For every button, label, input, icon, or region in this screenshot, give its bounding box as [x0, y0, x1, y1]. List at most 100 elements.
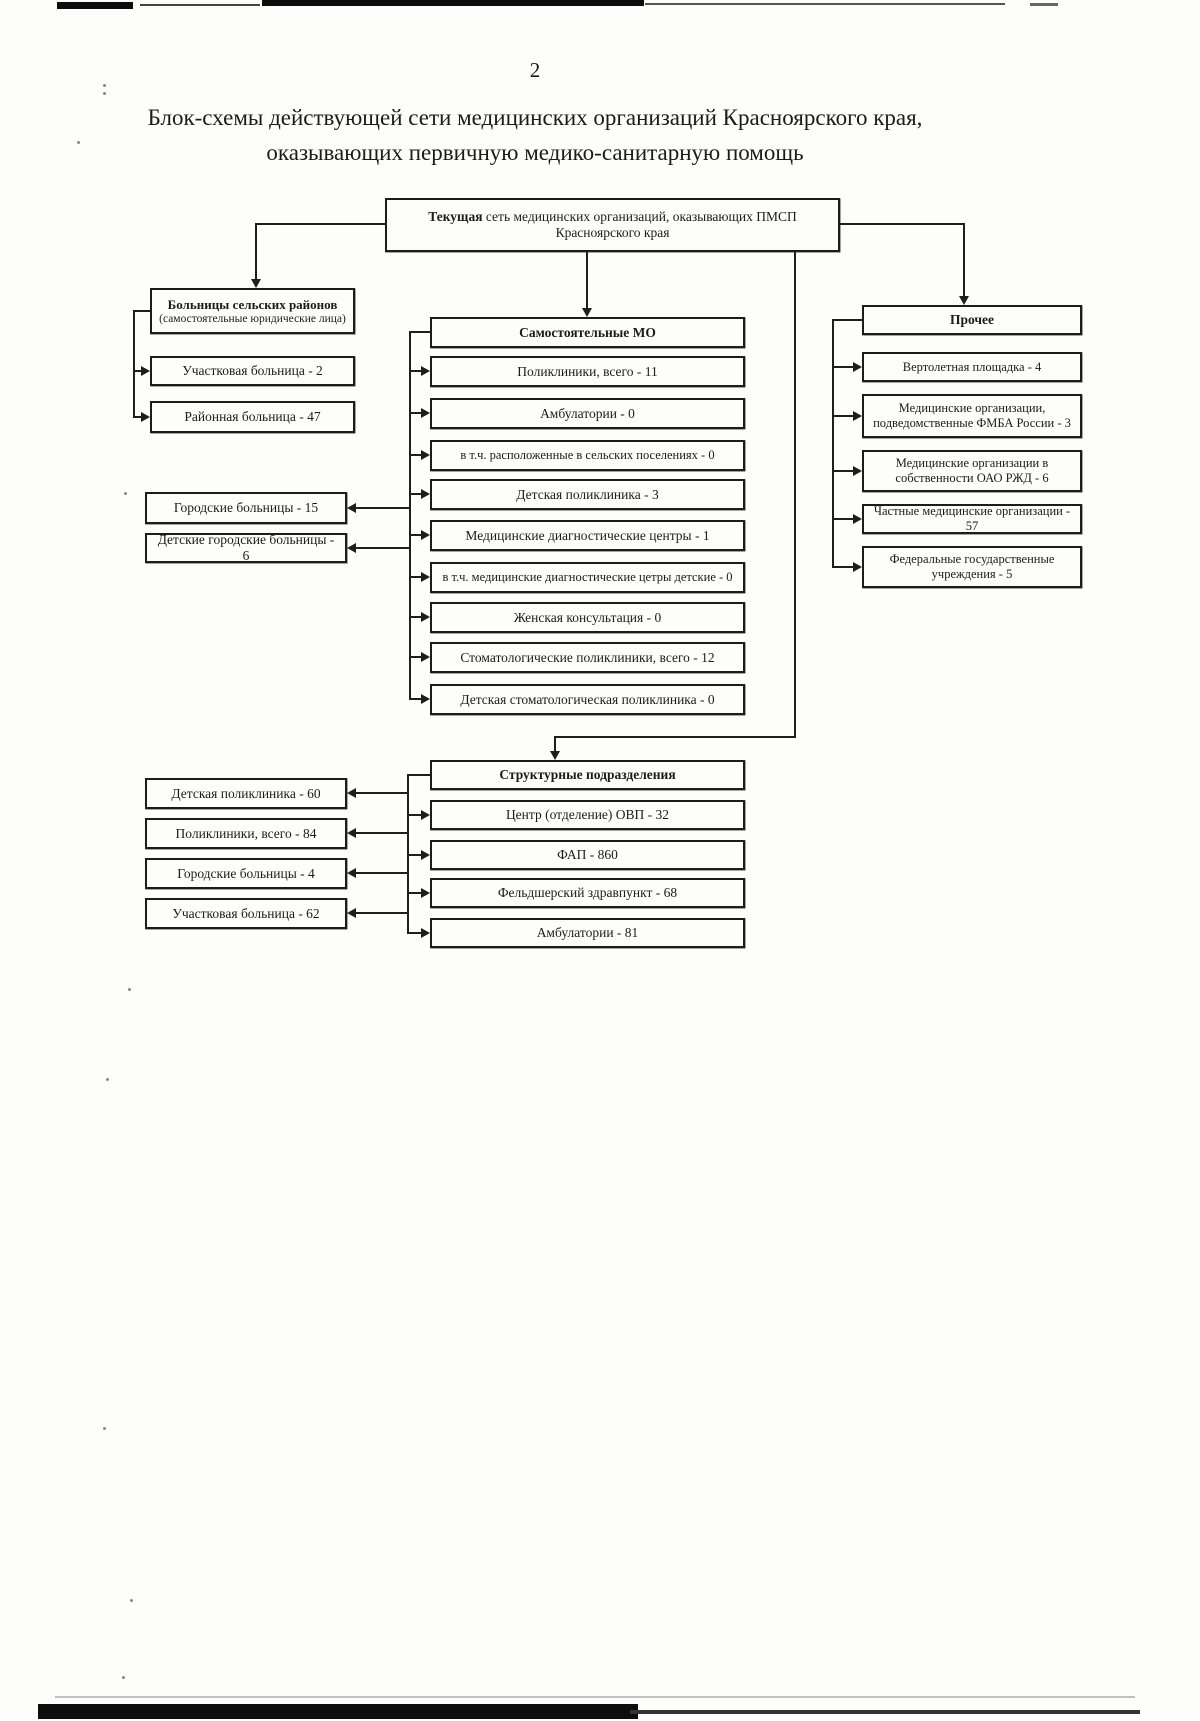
independent-mo-item-2: в т.ч. расположенные в сельских поселени…: [430, 440, 745, 471]
scan-artifact: [1030, 3, 1058, 6]
scan-artifact: [77, 141, 80, 144]
document-title-line1: Блок-схемы действующей сети медицинских …: [147, 105, 923, 130]
connector-other-item-4: [832, 566, 854, 568]
connector-structural-drop: [554, 736, 556, 752]
connector-other-item-3: [832, 518, 854, 520]
connector-root-right: [840, 223, 965, 225]
root-box-line1: Текущая сеть медицинских организаций, ок…: [428, 209, 797, 224]
structural-left-item-1: Поликлиники, всего - 84: [145, 818, 347, 849]
scan-artifact: [57, 2, 133, 9]
connector-other-bracket: [832, 319, 834, 567]
independent-mo-header: Самостоятельные МО: [430, 317, 745, 348]
document-title: Блок-схемы действующей сети медицинских …: [65, 100, 1005, 170]
rural-hospitals-title: Больницы сельских районов: [167, 296, 338, 312]
arrow-to-structural-item-1: [421, 850, 430, 860]
structural-header: Структурные подразделения: [430, 760, 745, 790]
other-item-4: Федеральные государственные учреждения -…: [862, 546, 1082, 588]
arrow-to-rural-item-1: [141, 412, 150, 422]
arrow-to-rural-item-0: [141, 366, 150, 376]
arrow-to-structural-left-3: [347, 908, 356, 918]
connector-structural-item-1: [407, 854, 422, 856]
connector-root-long-drop: [794, 252, 796, 738]
connector-rural-bracket-top: [133, 310, 150, 312]
scan-artifact: [38, 1704, 638, 1719]
city-hospital-box-1: Детские городские больницы - 6: [145, 532, 347, 563]
arrow-to-independent-header: [582, 308, 592, 317]
connector-independent-item-6: [409, 616, 422, 618]
arrow-to-independent-item-5: [421, 572, 430, 582]
connector-structural-left-1: [355, 832, 408, 834]
arrow-to-independent-item-3: [421, 489, 430, 499]
scan-artifact: [140, 4, 260, 6]
connector-structural-item-0: [407, 814, 422, 816]
arrow-to-independent-item-6: [421, 612, 430, 622]
connector-independent-item-7: [409, 656, 422, 658]
connector-independent-item-2: [409, 454, 422, 456]
scan-artifact: [55, 1696, 1135, 1698]
rural-item-0: Участковая больница - 2: [150, 356, 355, 386]
arrow-to-independent-item-0: [421, 366, 430, 376]
independent-mo-item-3: Детская поликлиника - 3: [430, 479, 745, 510]
scan-artifact: [103, 1427, 106, 1430]
rural-item-1: Районная больница - 47: [150, 401, 355, 433]
connector-structural-item-2: [407, 892, 422, 894]
connector-other-item-0: [832, 366, 854, 368]
scan-artifact: [130, 1599, 133, 1602]
page-number: 2: [529, 58, 541, 82]
arrow-to-other-header: [959, 296, 969, 305]
arrow-to-independent-item-1: [421, 408, 430, 418]
other-item-1: Медицинские организации, подведомственны…: [862, 394, 1082, 438]
connector-structural-bracket-top: [407, 774, 430, 776]
connector-rural-bracket: [133, 310, 135, 417]
city-hospital-box-0: Городские больницы - 15: [145, 492, 347, 524]
connector-rural-item-1: [133, 416, 142, 418]
arrow-to-structural-item-0: [421, 810, 430, 820]
structural-left-item-2: Городские больницы - 4: [145, 858, 347, 889]
arrow-to-city-hospital-1: [347, 543, 356, 553]
arrow-to-other-item-2: [853, 466, 862, 476]
arrow-to-city-hospital-0: [347, 503, 356, 513]
structural-left-item-3: Участковая больница - 62: [145, 898, 347, 929]
arrow-to-other-item-0: [853, 362, 862, 372]
arrow-to-independent-item-8: [421, 694, 430, 704]
connector-structural-horizontal: [554, 736, 796, 738]
other-header: Прочее: [862, 305, 1082, 335]
arrow-to-independent-item-2: [421, 450, 430, 460]
connector-independent-item-3: [409, 493, 422, 495]
arrow-to-structural-header: [550, 751, 560, 760]
connector-root-right-drop: [963, 223, 965, 297]
other-item-3: Частные медицинские организации - 57: [862, 504, 1082, 534]
connector-rural-item-0: [133, 370, 142, 372]
root-box-line2: Красноярского края: [555, 225, 670, 240]
arrow-to-structural-left-2: [347, 868, 356, 878]
scan-artifact: [128, 988, 131, 991]
independent-mo-item-4: Медицинские диагностические центры - 1: [430, 520, 745, 551]
connector-other-bracket-top: [832, 319, 862, 321]
connector-structural-left-3: [355, 912, 408, 914]
arrow-to-other-item-4: [853, 562, 862, 572]
connector-independent-bracket: [409, 331, 411, 700]
connector-independent-item-5: [409, 576, 422, 578]
connector-root-left-drop: [255, 223, 257, 280]
structural-item-1: ФАП - 860: [430, 840, 745, 870]
arrow-to-other-item-3: [853, 514, 862, 524]
independent-mo-item-5: в т.ч. медицинские диагностические цетры…: [430, 562, 745, 593]
scan-artifact: [262, 0, 644, 6]
scan-artifact: [122, 1676, 125, 1679]
connector-structural-item-3: [407, 932, 422, 934]
connector-independent-item-0: [409, 370, 422, 372]
independent-mo-item-6: Женская консультация - 0: [430, 602, 745, 633]
independent-mo-item-8: Детская стоматологическая поликлиника - …: [430, 684, 745, 715]
connector-city-hospital-0: [355, 507, 410, 509]
scan-artifact: [103, 84, 106, 87]
connector-structural-left-0: [355, 792, 408, 794]
scan-artifact: [106, 1078, 109, 1081]
structural-item-3: Амбулатории - 81: [430, 918, 745, 948]
arrow-to-structural-left-1: [347, 828, 356, 838]
independent-mo-item-7: Стоматологические поликлиники, всего - 1…: [430, 642, 745, 673]
connector-structural-left-2: [355, 872, 408, 874]
independent-mo-item-0: Поликлиники, всего - 11: [430, 356, 745, 387]
scan-artifact: [645, 3, 1005, 5]
arrow-to-independent-item-7: [421, 652, 430, 662]
